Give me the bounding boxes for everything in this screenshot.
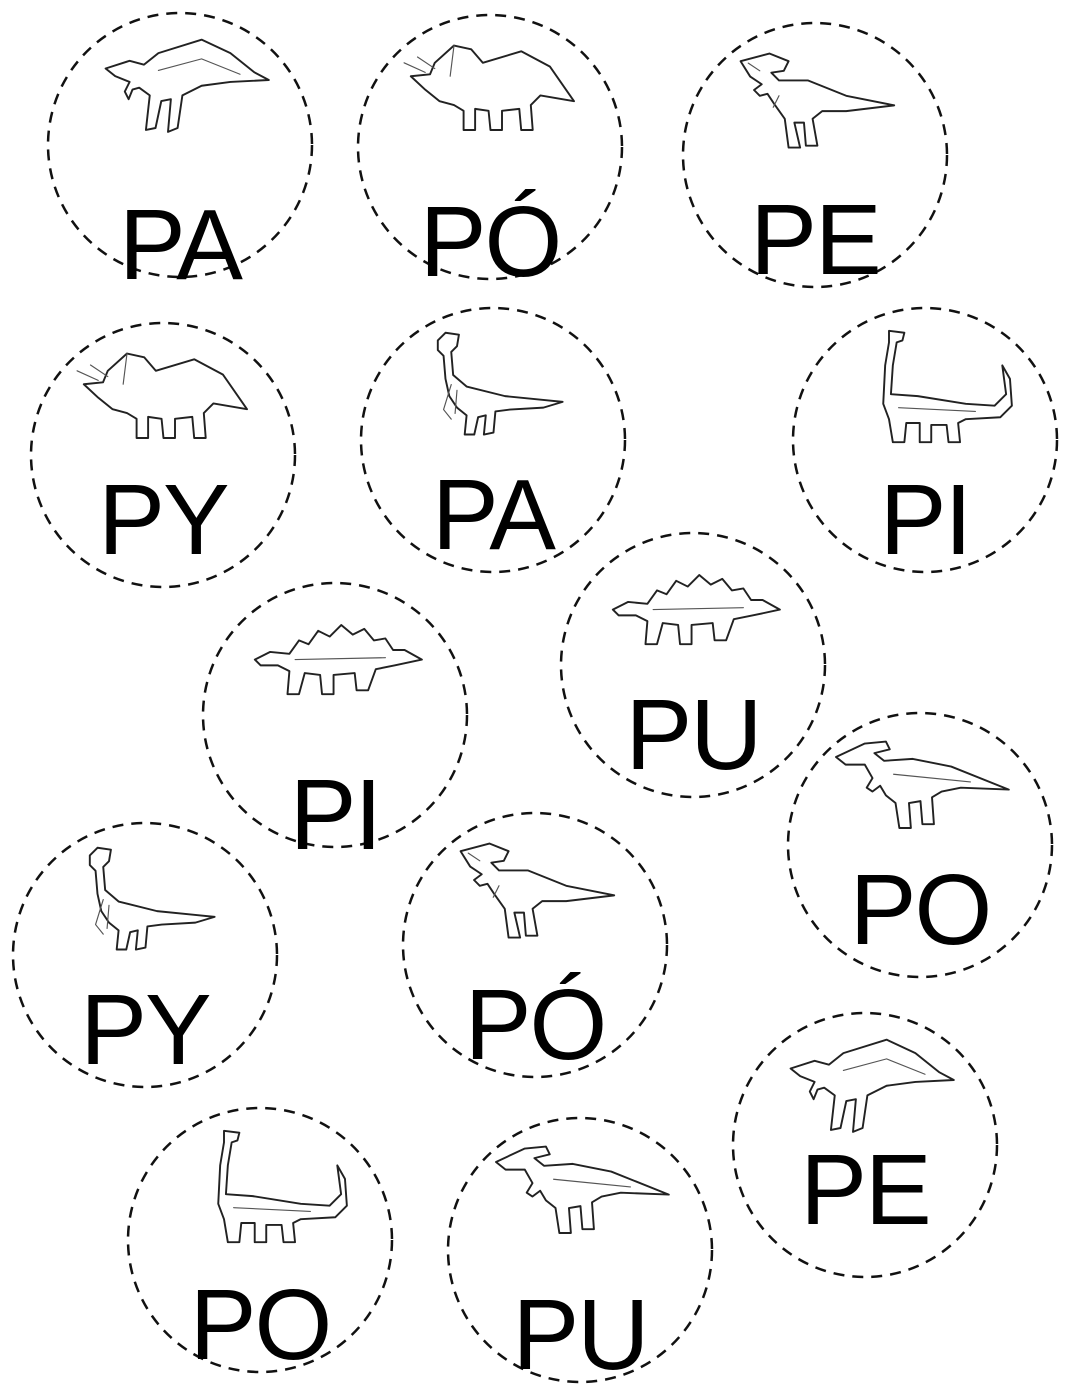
syllable-label: PA: [432, 459, 556, 571]
syllable-card: PE: [680, 20, 950, 290]
syllable-label: PU: [625, 679, 763, 791]
syllable-label: PU: [512, 1279, 650, 1391]
brachiosaurus-icon: [882, 329, 1013, 444]
syllable-card: PU: [558, 530, 828, 800]
syllable-label: PI: [879, 464, 972, 576]
syllable-label: PE: [750, 184, 881, 296]
syllable-card: PO: [125, 1105, 395, 1375]
dashed-cut-circle: [201, 581, 469, 849]
oviraptor-icon: [88, 846, 216, 951]
t-rex-icon: [739, 52, 896, 149]
syllable-label: PO: [189, 1269, 332, 1381]
dashed-cut-circle: [731, 1011, 999, 1279]
syllable-label: PO: [849, 854, 992, 966]
syllable-label: PI: [289, 759, 382, 871]
syllable-label: PE: [800, 1134, 931, 1246]
syllable-card: PE: [730, 1010, 1000, 1280]
syllable-card: PI: [200, 580, 470, 865]
dashed-cut-circle: [446, 1116, 714, 1384]
dashed-cut-circle: [11, 821, 279, 1089]
syllable-card: PO: [785, 710, 1055, 980]
dashed-cut-circle: [359, 306, 627, 574]
stegosaurus-icon: [253, 624, 423, 696]
syllable-label: PÓ: [419, 186, 562, 298]
triceratops-icon: [403, 44, 575, 131]
dashed-cut-circle: [126, 1106, 394, 1374]
syllable-label: PY: [80, 974, 211, 1086]
syllable-label: PY: [98, 464, 229, 576]
spinosaurus-icon: [789, 1038, 955, 1133]
stegosaurus-icon: [611, 574, 781, 646]
triceratops-icon: [76, 352, 248, 439]
syllable-card: PU: [445, 1115, 715, 1385]
dashed-cut-circle: [401, 811, 669, 1079]
dashed-cut-circle: [356, 13, 624, 281]
parasaurolophus-icon: [495, 1145, 670, 1234]
dashed-cut-circle: [29, 321, 297, 589]
brachiosaurus-icon: [217, 1129, 348, 1244]
dashed-cut-circle: [46, 11, 314, 279]
dashed-cut-circle: [559, 531, 827, 799]
t-rex-icon: [459, 842, 616, 939]
syllable-label: PA: [119, 189, 243, 301]
syllable-card: PÓ: [400, 810, 670, 1080]
syllable-card: PY: [10, 820, 280, 1090]
dashed-cut-circle: [681, 21, 949, 289]
dashed-cut-circle: [791, 306, 1059, 574]
syllable-card: PA: [358, 305, 628, 575]
dashed-cut-circle: [786, 711, 1054, 979]
syllable-label: PÓ: [464, 969, 607, 1081]
syllable-card: PY: [28, 320, 298, 590]
syllable-card: PA: [45, 10, 315, 295]
syllable-card: PI: [790, 305, 1060, 575]
spinosaurus-icon: [104, 38, 270, 133]
syllable-card: PÓ: [355, 12, 625, 292]
oviraptor-icon: [436, 331, 564, 436]
parasaurolophus-icon: [835, 740, 1010, 829]
